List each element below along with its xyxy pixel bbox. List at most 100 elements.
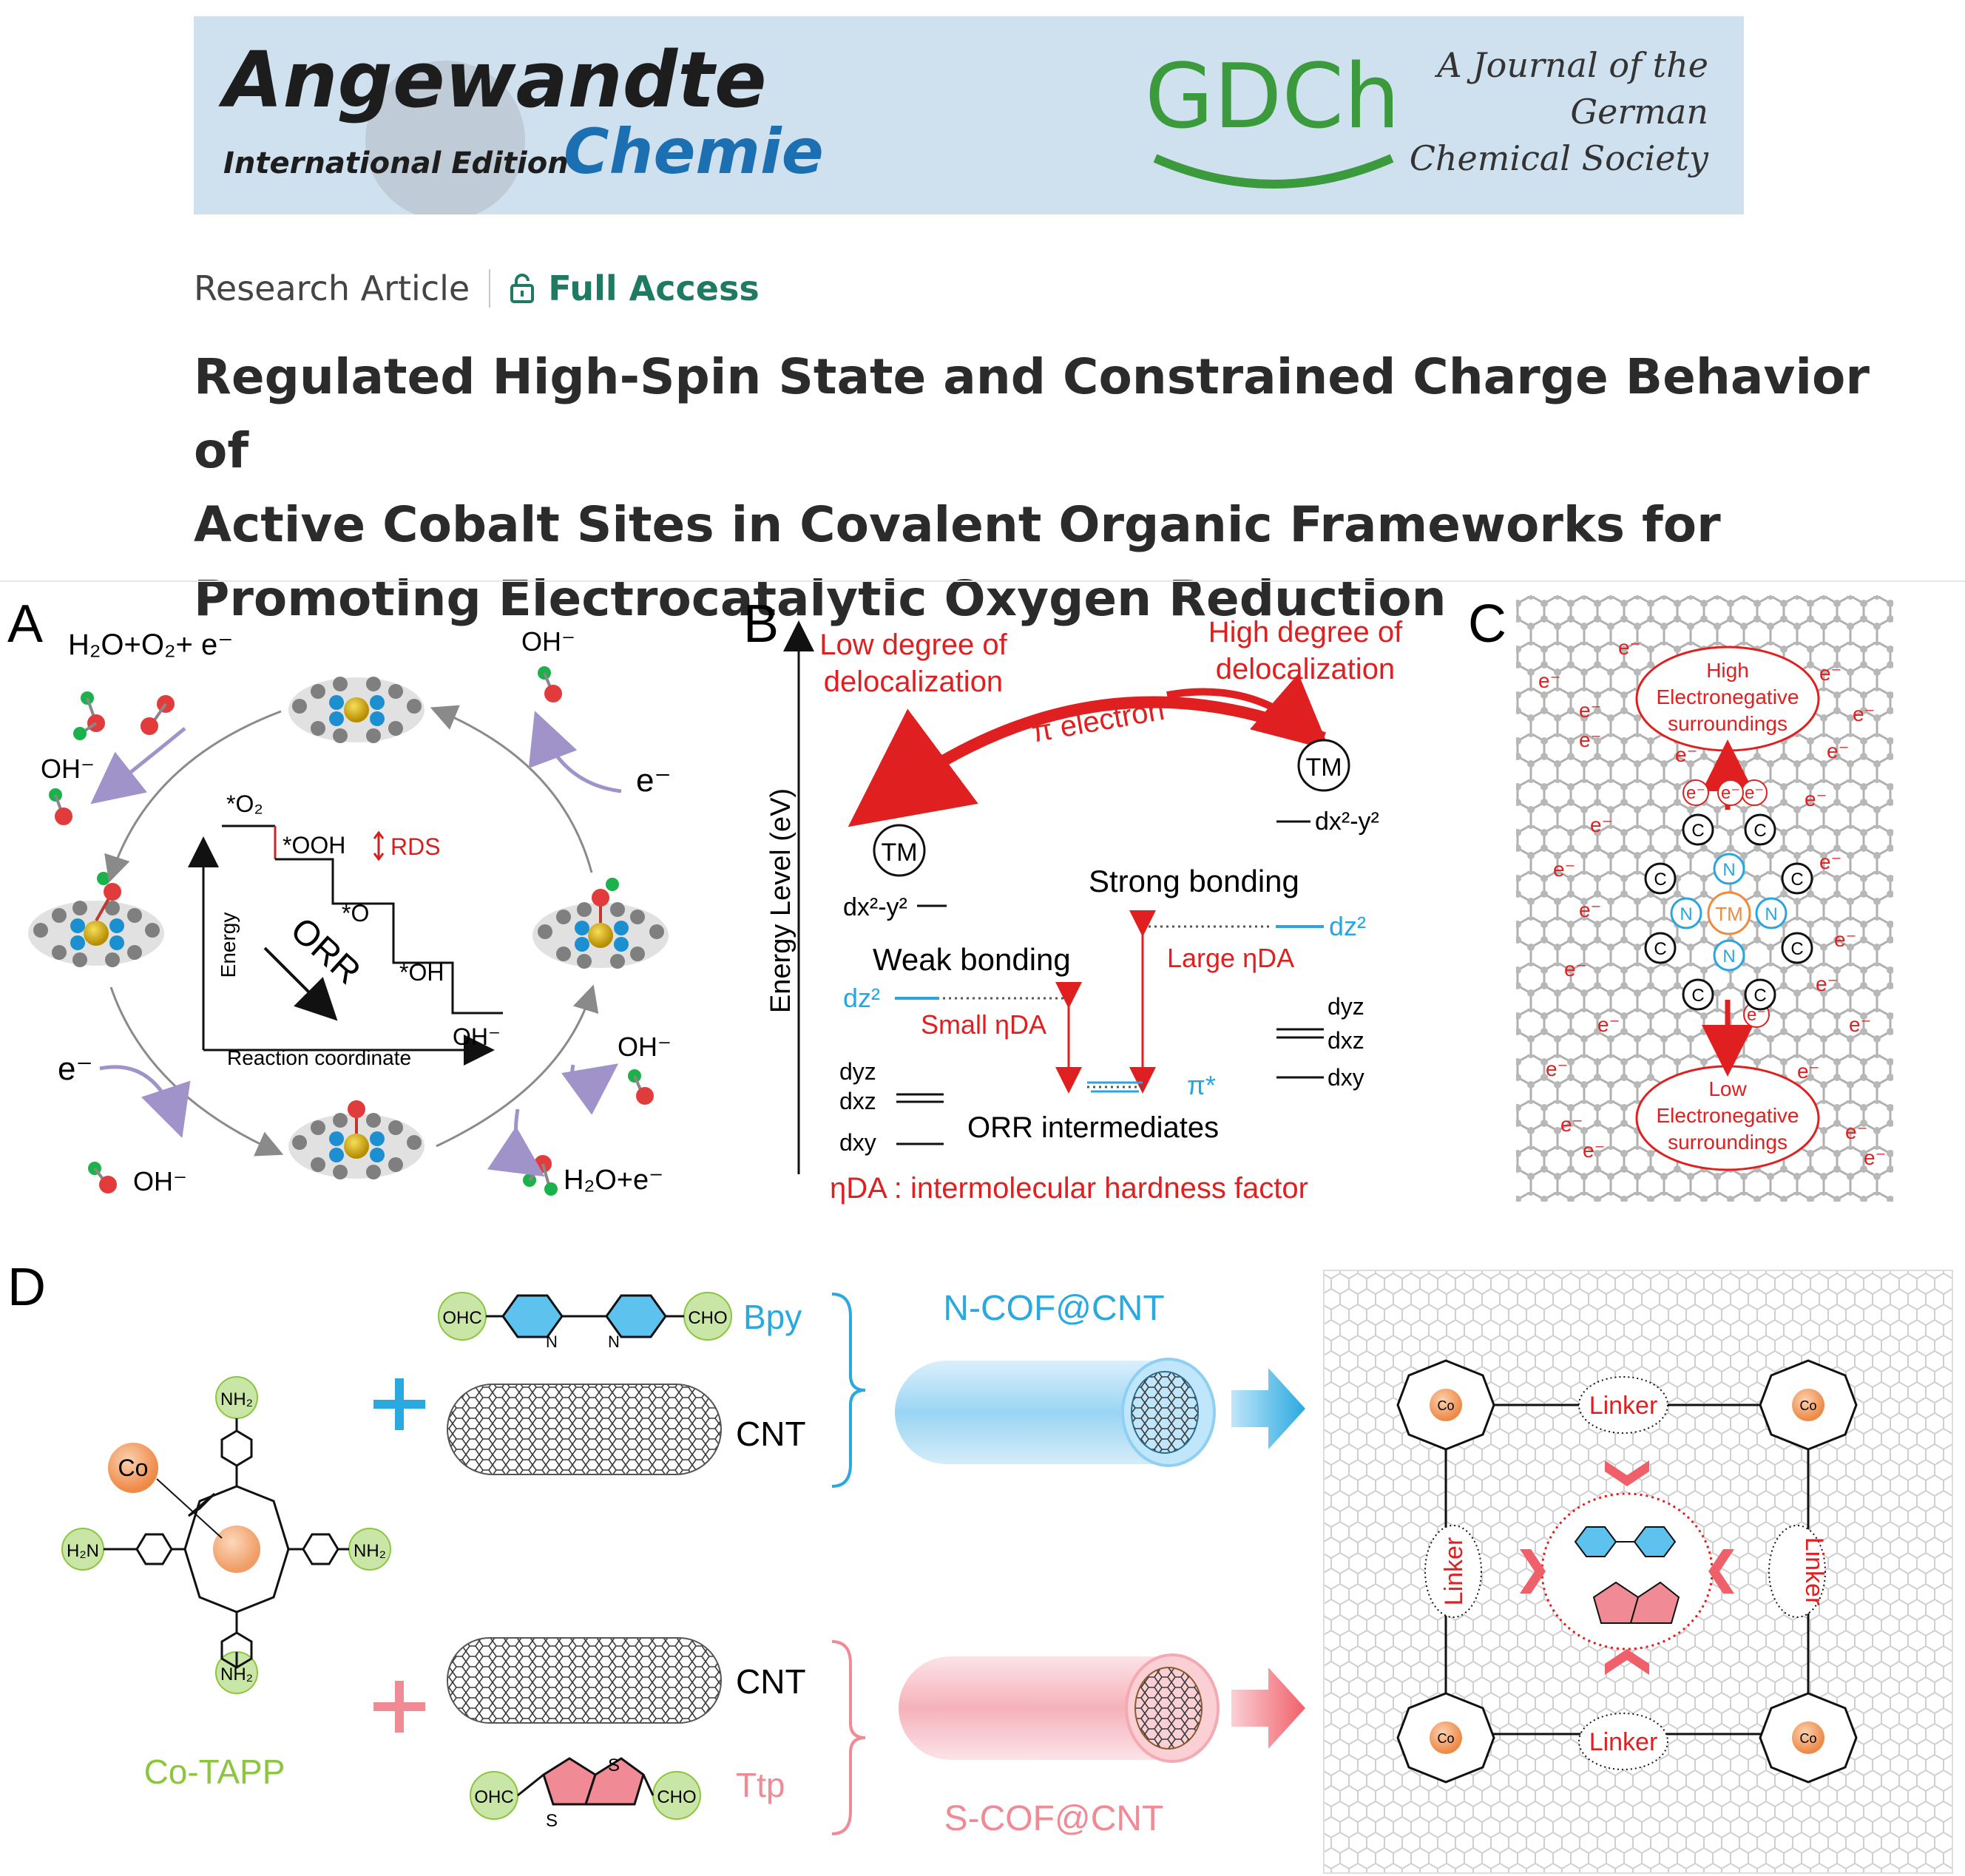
cof-framework: Co Co Co Co Linker Linker Linker Linker bbox=[1323, 1270, 1953, 1874]
porphyrin-node-br: Co bbox=[1759, 1692, 1858, 1784]
panel-a-e-left: e⁻ bbox=[58, 1051, 93, 1087]
article-type: Research Article bbox=[194, 268, 470, 308]
panel-b-dxy-left: dxy bbox=[839, 1129, 876, 1156]
svg-text:e⁻: e⁻ bbox=[1538, 669, 1560, 692]
svg-text:e⁻: e⁻ bbox=[1819, 662, 1841, 685]
s-cof-label: S-COF@CNT bbox=[944, 1799, 1164, 1838]
panel-b-low-deloc-1: Low degree of bbox=[819, 629, 1007, 661]
panel-a-energy-diagram: Energy ORR Reaction coordinate *O₂ *OOH … bbox=[188, 790, 503, 1069]
panel-b-dxz-right: dxz bbox=[1328, 1027, 1364, 1054]
co-label: Co bbox=[118, 1455, 149, 1481]
nh2-right: NH₂ bbox=[354, 1541, 386, 1561]
panel-c-high-2: Electronegative bbox=[1656, 685, 1799, 708]
svg-text:e⁻: e⁻ bbox=[1579, 728, 1601, 751]
svg-text:e⁻: e⁻ bbox=[1553, 858, 1575, 881]
svg-text:N: N bbox=[1722, 860, 1735, 880]
svg-text:C: C bbox=[1691, 986, 1704, 1006]
panel-a-o: *O bbox=[342, 900, 369, 927]
svg-text:e⁻: e⁻ bbox=[1834, 928, 1856, 951]
panel-c-low-3: surroundings bbox=[1668, 1131, 1788, 1154]
svg-text:C: C bbox=[1753, 821, 1766, 841]
bpy-label: Bpy bbox=[743, 1298, 802, 1336]
panel-b-dz2-left: dz² bbox=[843, 983, 880, 1013]
panel-a-e-right: e⁻ bbox=[636, 762, 672, 799]
meta-divider bbox=[489, 269, 491, 308]
linker-inset bbox=[1540, 1492, 1714, 1650]
panel-b-large-eta: Large ηDA bbox=[1167, 943, 1294, 973]
svg-text:e⁻: e⁻ bbox=[1745, 783, 1764, 803]
svg-text:N: N bbox=[1680, 904, 1692, 924]
panel-b-tm-right: TM bbox=[1305, 754, 1342, 782]
svg-text:e⁻: e⁻ bbox=[1597, 1013, 1620, 1036]
n-cof-label: N-COF@CNT bbox=[943, 1289, 1164, 1328]
panel-b-weak: Weak bonding bbox=[873, 942, 1071, 977]
bpy-linker: OHC CHO N N Bpy bbox=[438, 1292, 802, 1351]
svg-text:S: S bbox=[546, 1811, 558, 1831]
panel-b: B Energy Level (eV) Low degree of deloca… bbox=[743, 595, 1403, 1205]
panel-b-orr-intermediates: ORR intermediates bbox=[967, 1111, 1219, 1144]
panel-b-pi-star: π* bbox=[1187, 1070, 1216, 1100]
panel-b-high-deloc-1: High degree of bbox=[1208, 616, 1403, 649]
panel-c-low-1: Low bbox=[1708, 1077, 1747, 1100]
panel-b-dz2-right: dz² bbox=[1329, 911, 1366, 941]
access-badge[interactable]: Full Access bbox=[510, 268, 760, 308]
ttp-linker: OHC CHO S S Ttp bbox=[470, 1755, 785, 1831]
panel-a-products-top: H₂O+O₂+ e⁻ bbox=[68, 629, 233, 661]
svg-text:e⁻: e⁻ bbox=[1590, 813, 1612, 836]
panel-b-small-eta: Small ηDA bbox=[921, 1009, 1046, 1040]
panel-c-low-2: Electronegative bbox=[1656, 1104, 1799, 1127]
gdch-logo-text: GDCh bbox=[1145, 46, 1400, 149]
svg-text:N: N bbox=[546, 1332, 558, 1351]
cycle-arrows bbox=[104, 705, 599, 1157]
svg-text:C: C bbox=[1790, 939, 1803, 959]
panel-c: C e⁻e⁻ e⁻e⁻ e⁻e⁻ e⁻e⁻ e⁻e⁻ e⁻e⁻ e⁻e⁻ e⁻e… bbox=[1468, 595, 1893, 1202]
svg-text:e⁻: e⁻ bbox=[1546, 1057, 1568, 1080]
svg-text:e⁻: e⁻ bbox=[1579, 699, 1601, 722]
graphical-abstract-figure: A H₂O+O₂+ e⁻ OH⁻ OH⁻ e⁻ e⁻ OH⁻ OH⁻ H₂O+e… bbox=[7, 595, 1953, 1874]
panel-b-high-deloc-2: delocalization bbox=[1216, 653, 1395, 685]
svg-text:C: C bbox=[1654, 870, 1666, 890]
svg-text:e⁻: e⁻ bbox=[1579, 898, 1601, 921]
svg-text:N: N bbox=[1722, 947, 1735, 966]
svg-text:N: N bbox=[608, 1332, 620, 1351]
ttp-label: Ttp bbox=[736, 1766, 785, 1804]
journal-name-line2: Chemie bbox=[564, 115, 824, 188]
bpy-cho: CHO bbox=[688, 1308, 727, 1328]
journal-banner: Angewandte International Edition Chemie … bbox=[194, 16, 1744, 214]
gdch-logo: GDCh bbox=[1145, 46, 1400, 189]
svg-text:e⁻: e⁻ bbox=[1849, 1013, 1871, 1036]
panel-a-oh-top-left: OH⁻ bbox=[41, 754, 95, 784]
porphyrin-node-bl: Co bbox=[1396, 1692, 1495, 1784]
svg-text:e⁻: e⁻ bbox=[1618, 636, 1640, 659]
title-line-3: Promoting Electrocatalytic Oxygen Reduct… bbox=[194, 570, 1447, 627]
electron-scatter: e⁻e⁻ e⁻e⁻ e⁻e⁻ e⁻e⁻ e⁻e⁻ e⁻e⁻ e⁻e⁻ e⁻e⁻ … bbox=[1538, 636, 1886, 1169]
panel-a: A H₂O+O₂+ e⁻ OH⁻ OH⁻ e⁻ e⁻ OH⁻ OH⁻ H₂O+e… bbox=[7, 595, 672, 1196]
molecules-decoration bbox=[49, 666, 654, 1196]
panel-a-energy-label: Energy bbox=[217, 912, 240, 978]
svg-text:e⁻: e⁻ bbox=[1560, 1113, 1583, 1136]
svg-text:e⁻: e⁻ bbox=[1845, 1120, 1867, 1143]
brace-top bbox=[831, 1293, 866, 1488]
panel-b-strong: Strong bonding bbox=[1089, 864, 1299, 898]
svg-text:N: N bbox=[1765, 904, 1777, 924]
svg-text:e⁻: e⁻ bbox=[1864, 1146, 1886, 1169]
article-title[interactable]: Regulated High-Spin State and Constraine… bbox=[194, 340, 1917, 636]
svg-text:C: C bbox=[1654, 939, 1666, 959]
title-line-1: Regulated High-Spin State and Constraine… bbox=[194, 348, 1870, 479]
cnt-tube-top: CNT bbox=[447, 1384, 806, 1475]
svg-text:e⁻: e⁻ bbox=[1805, 788, 1827, 810]
ttp-ohc: OHC bbox=[474, 1787, 513, 1807]
bpy-ohc: OHC bbox=[442, 1308, 481, 1328]
svg-text:Co: Co bbox=[1799, 1731, 1816, 1746]
lock-open-icon bbox=[510, 274, 535, 303]
catalyst-cluster-left bbox=[28, 872, 164, 967]
tm-circle-left bbox=[873, 824, 926, 877]
panel-b-low-deloc-2: delocalization bbox=[824, 666, 1003, 698]
journal-edition: International Edition bbox=[223, 146, 569, 180]
linker-bottom: Linker bbox=[1589, 1728, 1658, 1756]
panel-b-tm-left: TM bbox=[881, 839, 917, 867]
panel-d: D NH₂ NH₂ H₂N NH₂ bbox=[7, 1258, 1953, 1874]
panel-a-oh-bottom-left: OH⁻ bbox=[133, 1166, 187, 1196]
svg-text:e⁻: e⁻ bbox=[1583, 1139, 1605, 1162]
society-line2: German bbox=[1570, 92, 1708, 132]
